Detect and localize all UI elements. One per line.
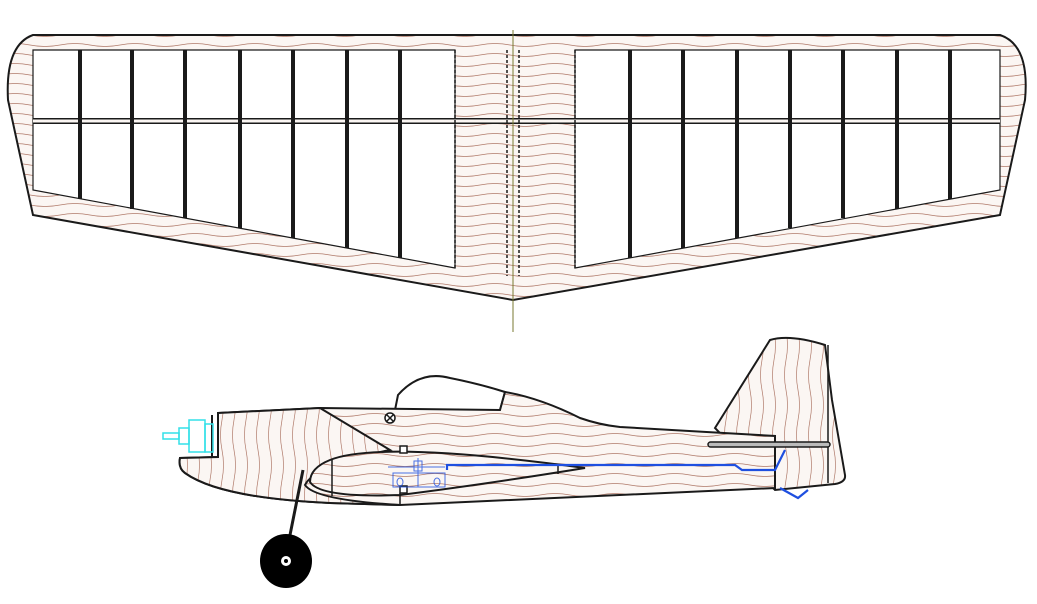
stabilizer [707,441,831,448]
wing-top-view [6,30,1027,332]
wing-dowel-top [399,445,408,454]
wheel-axle [284,559,288,563]
wing-airfoil-section [308,450,586,497]
tailwheel-wire [779,487,809,500]
landing-gear [260,469,312,588]
wing-center-dashed-lines [454,50,576,276]
cg-marker-icon [384,412,396,424]
canopy-outline [393,375,507,411]
wing-ribs [78,50,952,258]
gear-leg [287,469,305,541]
engine [162,419,214,453]
wing-dowel-bottom [399,485,408,494]
pushrod-and-servo [388,449,809,500]
fuselage-side-view [178,336,847,507]
servo-icon [388,458,446,488]
pushrod [445,449,786,472]
